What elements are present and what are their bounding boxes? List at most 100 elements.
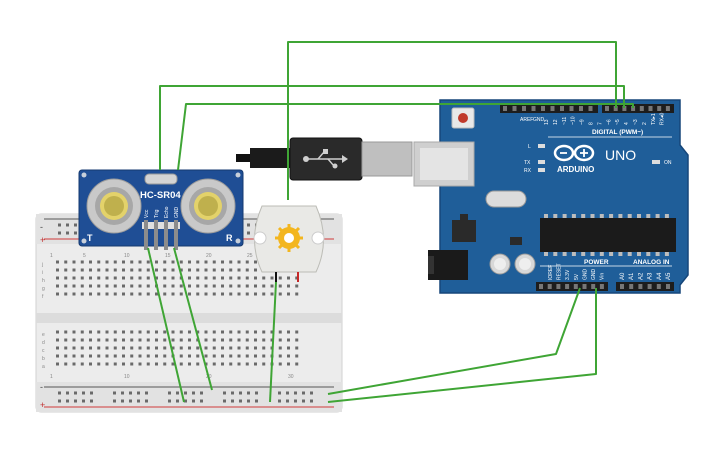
digital-header-right[interactable]: [602, 104, 674, 113]
breadboard-hole: [146, 260, 150, 264]
wires[interactable]: [147, 41, 634, 403]
breadboard-hole: [113, 284, 117, 288]
breadboard-hole: [295, 292, 299, 296]
breadboard-hole: [287, 330, 290, 334]
header-socket: [565, 284, 570, 289]
breadboard-hole: [204, 276, 208, 280]
breadboard-hole: [188, 260, 191, 264]
row-label-g: g: [42, 286, 45, 292]
power-header[interactable]: [536, 282, 608, 291]
rail-hole: [255, 399, 258, 403]
breadboard-hole: [146, 330, 150, 334]
analog-pin-label: A1: [629, 272, 635, 280]
breadboard-hole: [245, 330, 249, 334]
breadboard-hole: [254, 346, 257, 350]
breadboard-hole: [196, 330, 200, 334]
wire-vcc-to-rail[interactable]: [147, 247, 185, 403]
wire-echo-to-pin4[interactable]: [177, 103, 634, 171]
reset-button-cap[interactable]: [458, 113, 468, 123]
header-socket: [547, 284, 552, 289]
wire-gnd-to-rail[interactable]: [173, 247, 213, 391]
breadboard-hole: [80, 284, 84, 288]
sensor-model-label: HC-SR04: [140, 190, 181, 201]
sensor-pin-vcc[interactable]: Vcc: [144, 209, 150, 250]
chip-pin: [599, 214, 604, 218]
breadboard-hole: [229, 268, 233, 272]
sensor-pin-trig[interactable]: Trig: [154, 209, 160, 250]
rail-hole: [247, 231, 250, 235]
header-socket: [639, 106, 644, 111]
row-label-i: i: [42, 270, 43, 276]
rail-hole: [294, 391, 297, 395]
rail-hole: [278, 399, 281, 403]
breadboard-hole: [212, 362, 216, 366]
chip-pin: [664, 252, 669, 256]
breadboard-hole: [105, 284, 109, 288]
rail-hole: [310, 399, 313, 403]
rail-hole: [286, 391, 289, 395]
analog-header[interactable]: [616, 282, 674, 291]
breadboard-hole: [212, 292, 216, 296]
digital-header-left[interactable]: [500, 104, 598, 113]
breadboard-hole: [221, 268, 224, 272]
breadboard-hole: [72, 292, 76, 296]
sensor-pin-gnd[interactable]: GND: [174, 207, 180, 251]
chip-pin: [553, 214, 558, 218]
breadboard-hole: [221, 362, 224, 366]
chip-pin: [646, 214, 651, 218]
rail-hole: [66, 399, 69, 403]
breadboard-hole: [155, 354, 158, 358]
breadboard-hole: [138, 362, 142, 366]
breadboard-hole: [204, 292, 208, 296]
ultrasonic-sensor[interactable]: HC-SR04 T R Vcc Trig Echo GND: [78, 169, 244, 251]
breadboard-hole: [113, 268, 117, 272]
breadboard-hole: [113, 260, 117, 264]
wire-motor-to-pin7[interactable]: [287, 41, 617, 200]
led-rx-label: RX: [524, 168, 532, 174]
sensor-corner-t: T: [87, 233, 93, 243]
breadboard-hole: [138, 354, 142, 358]
usb-cable[interactable]: [236, 137, 413, 181]
breadboard-hole: [163, 338, 167, 342]
breadboard-hole: [287, 284, 290, 288]
breadboard-hole: [254, 354, 257, 358]
breadboard-hole: [146, 292, 150, 296]
breadboard-hole: [155, 268, 158, 272]
wire-gnd-board-to-rail[interactable]: [327, 288, 597, 403]
dc-power-jack[interactable]: [428, 250, 468, 280]
breadboard-hole: [229, 284, 233, 288]
wire-motor-to-rail[interactable]: [269, 281, 277, 403]
digital-pin-label: RX◂0: [660, 113, 666, 125]
wire-trig-to-pin5[interactable]: [159, 85, 625, 170]
rail-hole: [66, 391, 69, 395]
breadboard-hole: [245, 362, 249, 366]
breadboard-hole: [80, 346, 84, 350]
usb-icon: [303, 149, 348, 169]
breadboard-hole: [179, 346, 183, 350]
header-socket: [522, 106, 526, 111]
rail-hole: [58, 399, 61, 403]
rail-hole: [223, 391, 226, 395]
power-pin-label: GND: [591, 269, 597, 281]
breadboard-hole: [130, 276, 134, 280]
rail-hole: [74, 391, 77, 395]
wire-5v-to-rail[interactable]: [327, 287, 581, 395]
rail-hole: [176, 391, 179, 395]
rail-hole: [200, 391, 203, 395]
led-rx: [538, 168, 545, 172]
breadboard-hole: [188, 354, 191, 358]
header-socket: [620, 284, 624, 289]
rail-hole: [121, 399, 124, 403]
breadboard-hole: [237, 268, 241, 272]
sensor-pin-echo[interactable]: Echo: [164, 206, 170, 250]
breadboard-hole: [122, 338, 125, 342]
breadboard-hole: [56, 354, 59, 358]
breadboard-hole: [278, 346, 282, 350]
dc-motor[interactable]: [253, 205, 325, 282]
breadboard-hole: [72, 330, 76, 334]
breadboard-hole: [237, 346, 241, 350]
breadboard-hole: [105, 346, 109, 350]
breadboard-hole: [113, 330, 117, 334]
